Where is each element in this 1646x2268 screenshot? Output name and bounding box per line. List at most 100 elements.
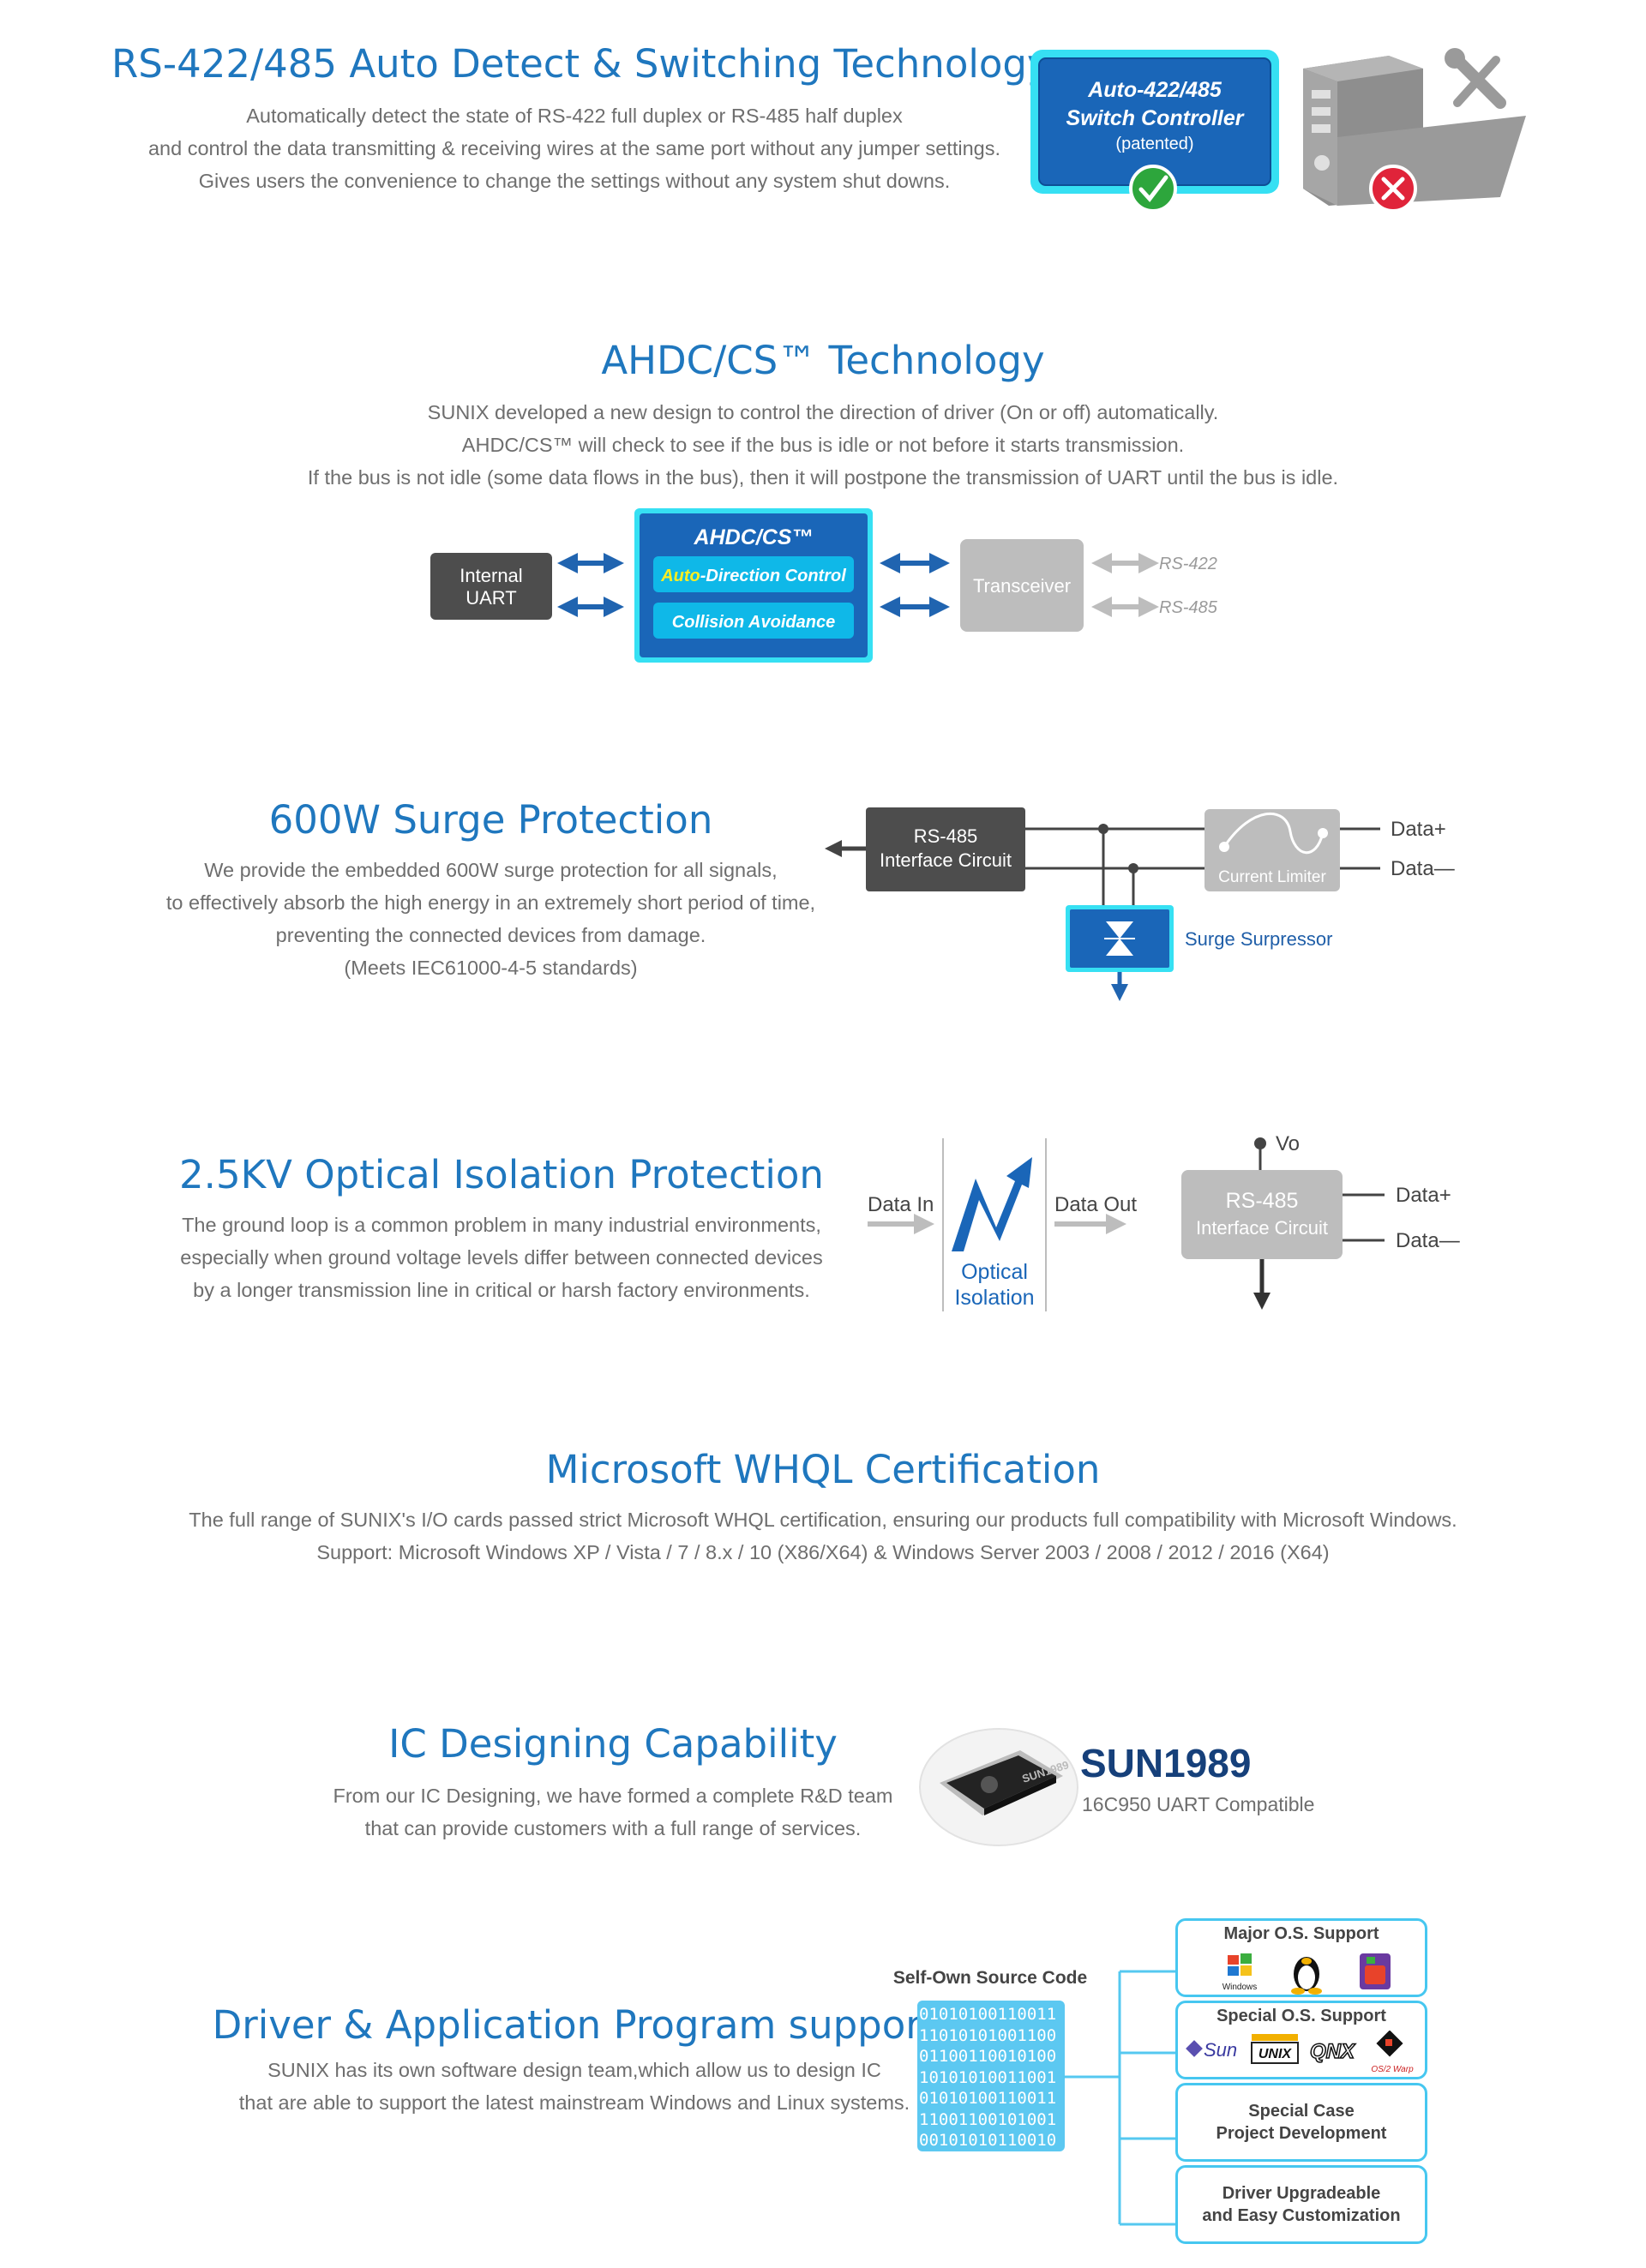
product-compat: 16C950 UART Compatible [1082,1793,1315,1815]
desc-line-1: From our IC Designing, we have formed a … [333,1785,893,1807]
desc-line-1: SUNIX developed a new design to control … [427,401,1219,423]
desc-line-2: to effectively absorb the high energy in… [165,891,816,914]
sine-wave-icon [1222,812,1325,855]
data-minus-label: Data— [1391,857,1455,880]
tree-connector [1063,1970,1176,2226]
data-minus-label: Data— [1396,1229,1460,1252]
special-case-line-2: Project Development [1216,2124,1387,2143]
uart-line-2: UART [466,587,517,609]
major-os-logos: Windows [1222,1953,1391,1995]
rs422-label: RS-422 [1159,555,1217,573]
tools-icon [1445,48,1506,109]
svg-text:UNIX: UNIX [1259,2047,1293,2061]
driver-upgrade-line-2: and Easy Customization [1202,2206,1401,2225]
surge-title: 600W Surge Protection [268,797,713,843]
unix-logo-icon: UNIX [1251,2034,1299,2064]
data-plus-label: Data+ [1396,1184,1451,1207]
qnx-logo-icon: QNX [1309,2039,1357,2064]
ic-design-desc: From our IC Designing, we have formed a … [309,1779,917,1845]
ahdc-title: AHDC/CS™ Technology [601,338,1045,383]
check-icon [1129,165,1177,213]
data-in-label: Data In [868,1193,934,1216]
desc-line-1: The ground loop is a common problem in m… [182,1214,821,1236]
desc-line-2: especially when ground voltage levels di… [180,1246,823,1269]
desc-line-3: If the bus is not idle (some data flows … [307,466,1339,489]
ahdc-diagram: Internal UART AHDC/CS™ Auto-Direction Co… [430,508,1218,663]
svg-text:Sun: Sun [1204,2039,1237,2061]
surge-desc: We provide the embedded 600W surge prote… [137,854,844,984]
auto-detect-desc: Automatically detect the state of RS-422… [111,99,1037,197]
desc-line-1: The full range of SUNIX's I/O cards pass… [189,1509,1457,1531]
special-os-logos: Sun UNIX QNX OS/2 Warp [1186,2031,1414,2074]
circuit-line-2: Interface Circuit [880,849,1012,871]
chip-logo-icon [981,1776,998,1793]
auto-detect-title: RS-422/485 Auto Detect & Switching Techn… [111,41,1050,87]
desc-line-2: that are able to support the latest main… [238,2091,910,2114]
optical-desc: The ground loop is a common problem in m… [146,1209,857,1306]
switch-controller-graphic: Auto-422/485 Switch Controller (patented… [1030,48,1526,213]
major-os-box: Major O.S. Support Windows [1175,1918,1427,1997]
sun-logo-icon: Sun [1186,2039,1237,2061]
internal-uart-box [430,553,552,620]
collision-avoidance-pill [653,603,854,639]
special-case-box: Special Case Project Development [1175,2083,1427,2162]
major-os-label: Major O.S. Support [1223,1924,1379,1943]
rs485-label: RS-485 [1159,598,1218,617]
ahdc-desc: SUNIX developed a new design to control … [223,396,1423,494]
rs485-circuit-box [866,807,1025,891]
ic-design-title: IC Designing Capability [388,1721,838,1767]
desc-line-2: and control the data transmitting & rece… [147,137,1001,159]
desc-line-2: that can provide customers with a full r… [364,1817,862,1839]
source-code-block: 01010100110011 11010101001100 0110011001… [917,2001,1065,2151]
desc-line-3: by a longer transmission line in critica… [193,1279,810,1301]
dos-icon [1360,1953,1391,1989]
optical-title: 2.5KV Optical Isolation Protection [179,1152,824,1197]
data-out-label: Data Out [1054,1193,1137,1216]
circuit-line-1: RS-485 [1226,1189,1299,1213]
desc-line-1: SUNIX has its own software design team,w… [267,2059,881,2081]
transceiver-label: Transceiver [973,575,1071,597]
surge-diagram: RS-485 Interface Circuit Current Limiter… [825,807,1455,1001]
svg-text:Windows: Windows [1222,1983,1258,1992]
whql-title: Microsoft WHQL Certification [545,1447,1101,1492]
current-limiter-label: Current Limiter [1218,868,1326,886]
optical-line-2: Isolation [954,1286,1034,1310]
desc-line-4: (Meets IEC61000-4-5 standards) [344,957,638,979]
controller-line-1: Auto-422/485 [1087,78,1222,102]
controller-line-3: (patented) [1115,135,1193,153]
chip-edge [984,1776,1056,1815]
optical-isolation-icon [952,1157,1032,1251]
rs485-circuit-box [1181,1170,1343,1259]
desc-line-1: We provide the embedded 600W surge prote… [204,859,778,881]
terminal-dot [1318,828,1328,838]
desc-line-1: Automatically detect the state of RS-422… [246,105,903,127]
terminal-dot [1219,842,1229,852]
auto-direction-pill [653,556,854,592]
ahdc-box-title: AHDC/CS™ [694,525,814,549]
circuit-line-2: Interface Circuit [1196,1217,1328,1239]
collision-avoidance-label: Collision Avoidance [672,613,835,632]
chip-image: SUN1989 [919,1728,1078,1846]
driver-upgrade-line-1: Driver Upgradeable [1222,2184,1381,2203]
driver-upgrade-box: Driver Upgradeable and Easy Customizatio… [1175,2165,1427,2244]
desc-line-2: Support: Microsoft Windows XP / Vista / … [316,1541,1330,1563]
svg-text:OS/2 Warp: OS/2 Warp [1371,2065,1414,2074]
special-os-label: Special O.S. Support [1216,2007,1386,2025]
vo-label: Vo [1276,1132,1300,1155]
driver-desc: SUNIX has its own software design team,w… [171,2054,977,2119]
product-name: SUN1989 [1080,1741,1252,1785]
transceiver-box [960,539,1084,632]
linux-tux-icon [1291,1957,1322,1995]
windows-icon: Windows [1222,1953,1258,1992]
chip-body [946,1755,1056,1809]
circuit-line-1: RS-485 [914,825,978,847]
surge-suppressor-label: Surge Surpressor [1185,928,1332,950]
desc-line-3: preventing the connected devices from da… [275,924,706,946]
svg-text:QNX: QNX [1310,2040,1356,2063]
source-code-title: Self-Own Source Code [892,1968,1088,1988]
desc-line-2: AHDC/CS™ will check to see if the bus is… [461,434,1185,456]
optical-diagram: Data In Optical Isolation Data Out Vo RS… [868,1132,1460,1311]
driver-title: Driver & Application Program support [212,2002,937,2048]
desc-line-3: Gives users the convenience to change th… [198,170,951,192]
optical-line-1: Optical [961,1260,1028,1284]
